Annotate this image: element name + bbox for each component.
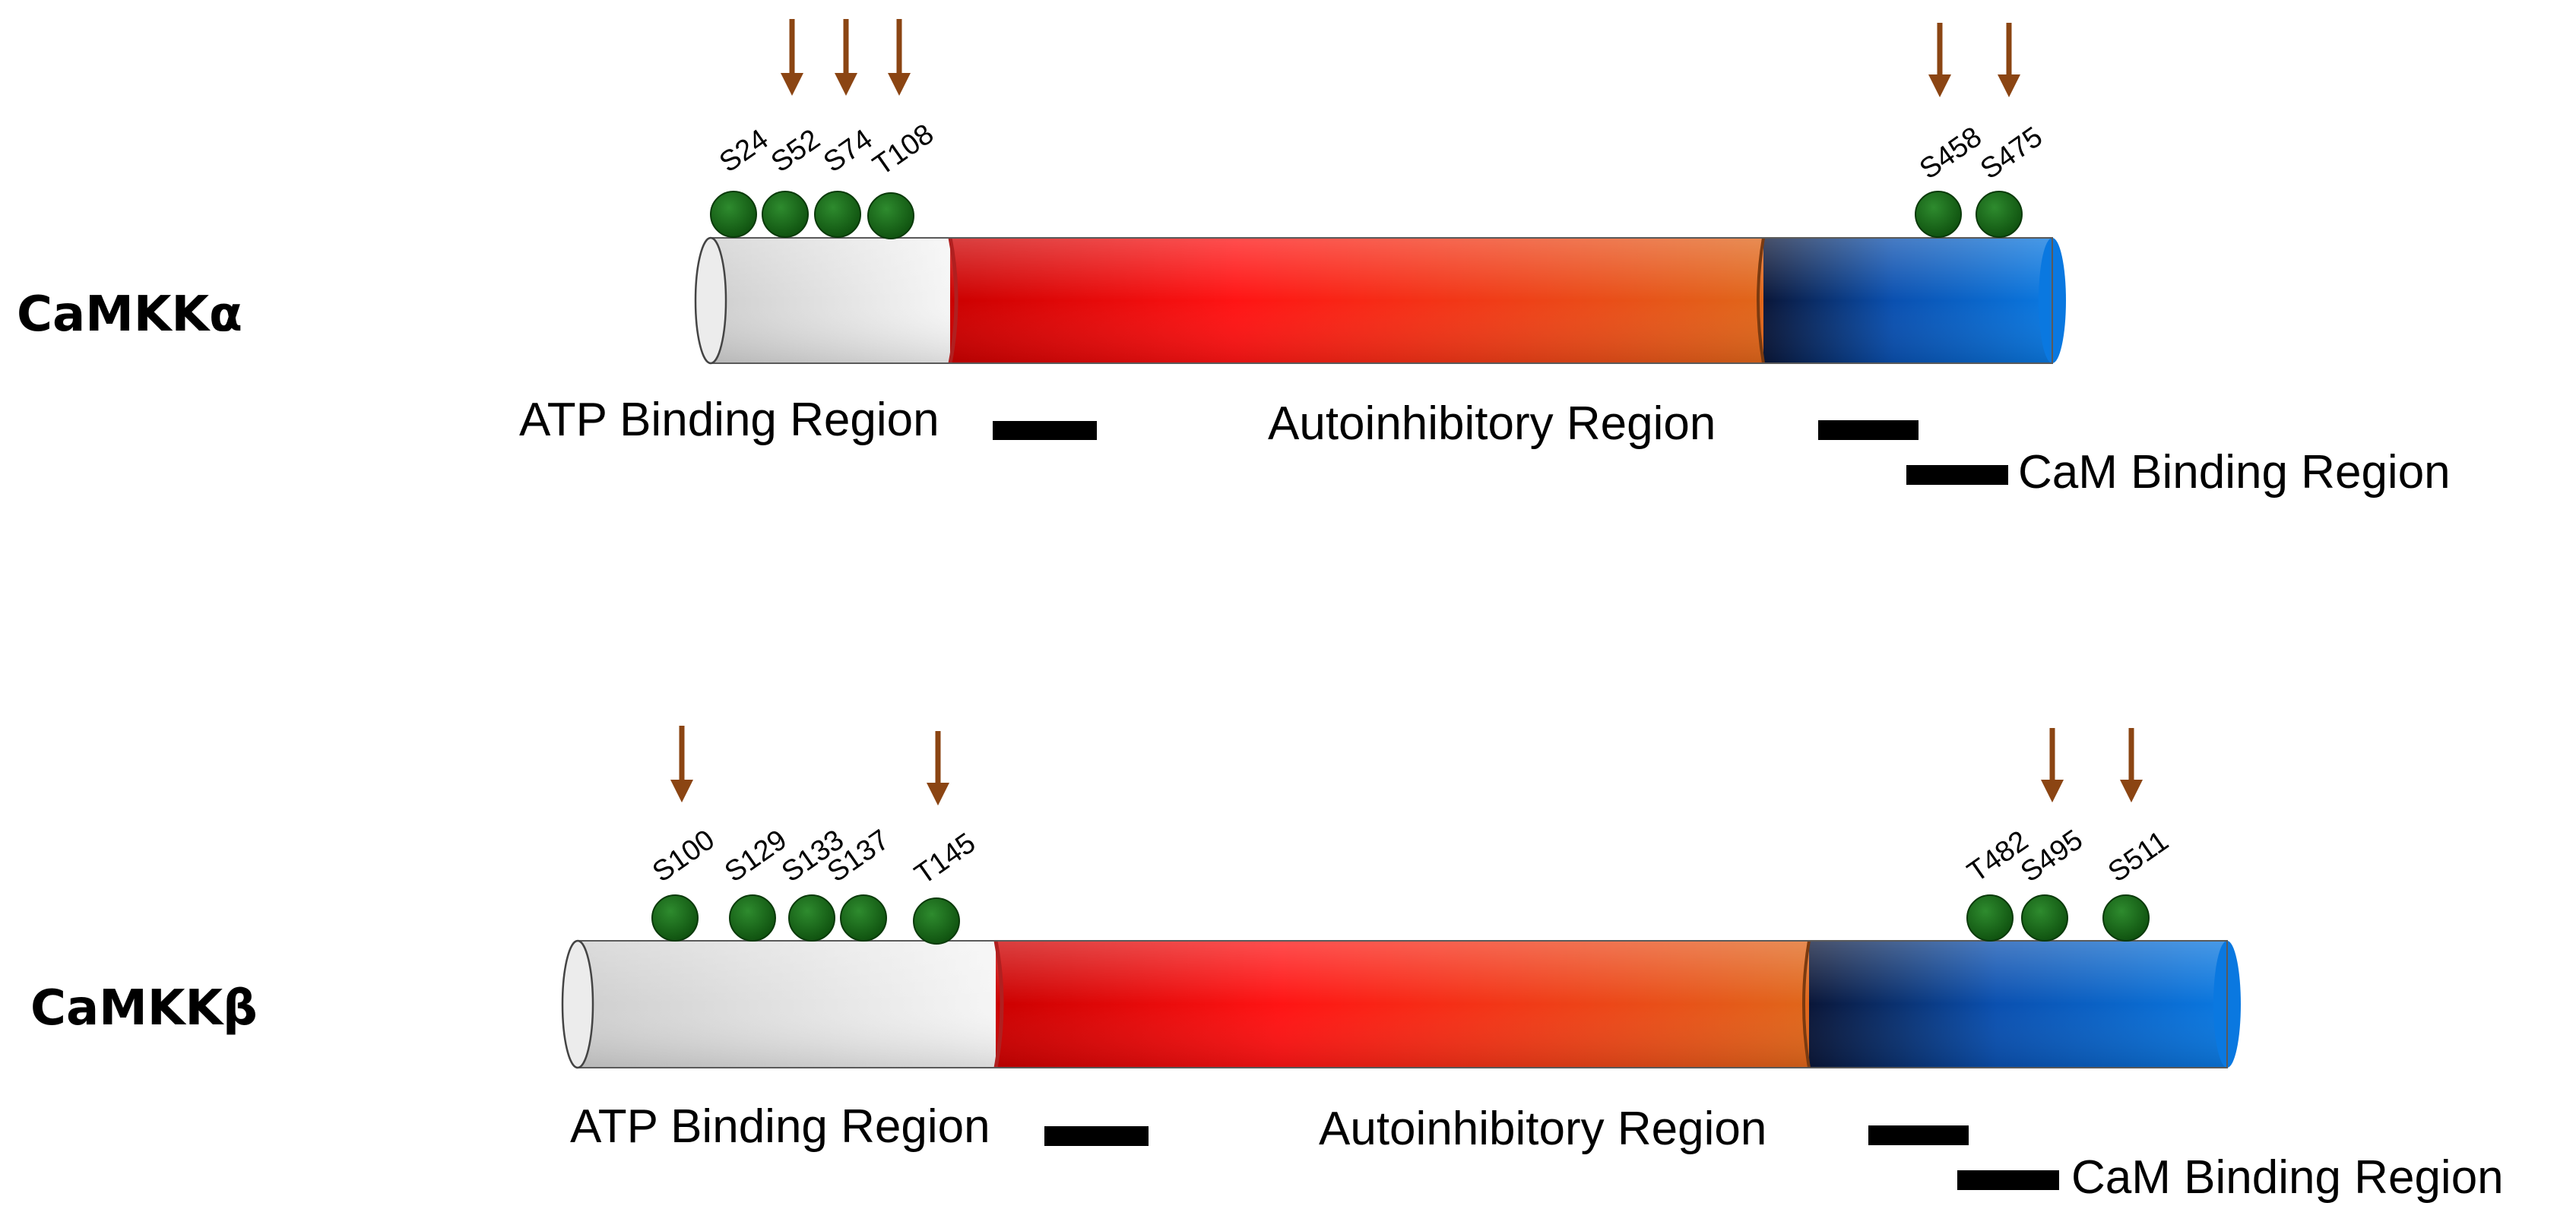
arrow-icon [670,726,693,802]
protein-name-alpha: CaMKKα [17,286,242,343]
regions-alpha: ATP Binding Region Autoinhibitory Region… [519,394,2451,499]
phospho-dot [762,191,809,238]
regions-beta: ATP Binding Region Autoinhibitory Region… [570,1100,2504,1204]
phospho-dot [788,894,835,942]
region-label: ATP Binding Region [519,394,939,446]
protein-bar-beta [561,939,2241,1069]
phospho-dot [710,191,757,238]
phospho-dot [2102,894,2150,942]
phospho-dot [1966,894,2014,942]
site-label: T145 [909,827,981,891]
site-label: S511 [2102,825,2174,889]
site-S495: S495 [2015,728,2089,942]
sites-alpha: S24 S52 S74 [710,19,2048,239]
bar-start-cap-alpha [694,236,727,365]
site-label: S24 [714,123,774,179]
phospho-dot [1976,191,2023,238]
arrow-icon [781,19,803,96]
arrow-icon [2120,728,2143,802]
site-S24: S24 [710,19,803,238]
protein-beta: CaMKKβ S100 S129 [30,726,2504,1204]
arrow-icon [927,731,949,806]
protein-alpha: CaMKKα S24 S52 [17,19,2451,499]
site-S511: S511 [2102,728,2175,942]
site-S100: S100 [647,726,721,942]
site-T108: T108 [867,118,939,239]
site-S475: S475 [1975,23,2048,238]
region-label: CaM Binding Region [2018,446,2451,499]
phospho-dot [651,894,699,942]
site-label: S495 [2015,824,2089,888]
phospho-dot [729,894,776,942]
site-label: S458 [1914,121,1988,185]
region-label: Autoinhibitory Region [1268,397,1716,450]
region-bar [1868,1125,1969,1145]
region-bar [993,421,1097,440]
arrow-icon [1928,23,1951,97]
arrow-icon [2041,728,2064,802]
arrow-icon [835,19,857,96]
site-label: S129 [719,824,793,888]
region-cam-binding: CaM Binding Region [1957,1151,2504,1204]
site-label: S100 [647,824,721,888]
site-label: S74 [818,123,878,179]
region-bar [1818,420,1919,440]
site-label: S475 [1975,121,2048,185]
bar-start-cap-beta [561,939,594,1069]
site-label: T108 [867,118,939,182]
sites-beta: S100 S129 S133 S137 T145 [647,726,2175,945]
phospho-dot [867,192,914,239]
region-label: ATP Binding Region [570,1100,990,1153]
protein-name-beta: CaMKKβ [30,980,258,1037]
region-autoinhibitory: Autoinhibitory Region [1319,1103,1969,1155]
phospho-dot [840,894,887,942]
site-S129: S129 [719,824,793,942]
site-label: S52 [765,123,825,179]
phospho-dot [1915,191,1962,238]
region-atp-binding: ATP Binding Region [570,1100,1149,1153]
arrow-icon [888,19,911,96]
protein-bar-alpha [694,236,2066,365]
region-autoinhibitory: Autoinhibitory Region [1268,397,1919,450]
region-cam-binding: CaM Binding Region [1906,446,2451,499]
region-atp-binding: ATP Binding Region [519,394,1097,446]
region-label: CaM Binding Region [2071,1151,2504,1204]
region-bar [1957,1170,2059,1190]
region-label: Autoinhibitory Region [1319,1103,1766,1155]
region-bar [1906,465,2008,485]
phospho-dot [913,897,960,945]
site-S458: S458 [1914,23,1988,238]
phospho-dot [2021,894,2068,942]
region-bar [1044,1126,1149,1146]
site-T145: T145 [909,731,981,945]
arrow-icon [1998,23,2020,97]
phospho-dot [814,191,861,238]
